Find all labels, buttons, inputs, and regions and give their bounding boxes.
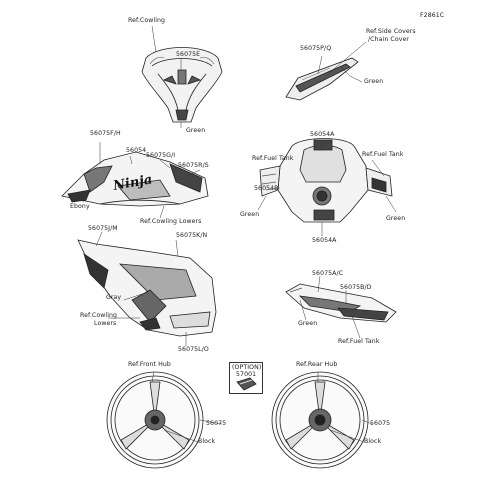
label-56075BD: 56075B/D (340, 284, 372, 291)
label-56054A-bottom: 56054A (312, 237, 337, 244)
label-56054B: 56054B (254, 185, 279, 192)
label-56075KN: 56075K/N (176, 232, 208, 239)
label-56075-rear: 56075 (370, 420, 391, 427)
label-ref-fuel-tank-b: Ref.Fuel Tank (362, 151, 404, 158)
label-57001: 57001 (236, 371, 257, 378)
label-ref-fuel-tank-c: Ref.Fuel Tank (338, 338, 380, 345)
option-part-drawing (236, 377, 257, 391)
side-cover-drawing (285, 57, 359, 101)
label-block-rear: Block (364, 438, 382, 445)
label-green-rear: Green (298, 320, 318, 327)
label-ref-rear-hub: Ref.Rear Hub (296, 361, 338, 368)
label-ref-fuel-tank-a: Ref.Fuel Tank (252, 155, 294, 162)
label-green-tank-left: Green (240, 211, 260, 218)
ninja-logo: Ninja (111, 172, 153, 194)
label-56075JM: 56075J/M (88, 225, 118, 232)
label-ref-chain-cover: /Chain Cover (368, 36, 410, 43)
middle-cowling-drawing (61, 151, 209, 207)
label-56075FH: 56075F/H (90, 130, 121, 137)
lower-cowling-drawing (77, 239, 217, 337)
label-gray: Gray (106, 294, 122, 301)
front-wheel-drawing (106, 371, 204, 469)
option-box (229, 362, 263, 394)
label-56075-front: 56075 (206, 420, 227, 427)
label-ref-cowling: Ref.Cowling (128, 17, 166, 24)
figure-id: F2861C (420, 12, 445, 19)
label-56054: 56054 (126, 147, 147, 154)
label-option: (OPTION) (232, 364, 262, 371)
label-ebony: Ebony (70, 203, 90, 210)
label-ref-cowling-lowers-1: Ref.Cowling (80, 312, 118, 319)
label-56075RS: 56075R/S (178, 162, 209, 169)
label-ref-front-hub: Ref.Front Hub (128, 361, 171, 368)
label-56075LO: 56075L/O (178, 346, 209, 353)
label-green-tank-right: Green (386, 215, 406, 222)
label-56075E: 56075E (176, 51, 201, 58)
label-56075GI: 56075G/I (146, 152, 176, 159)
fuel-tank-drawing (259, 138, 393, 223)
label-56075AC: 56075A/C (312, 270, 344, 277)
leader-lines (77, 25, 397, 443)
label-ref-cowling-lowers-mid: Ref.Cowling Lowers (140, 218, 202, 225)
label-green-side: Green (364, 78, 384, 85)
upper-cowling-drawing (141, 47, 223, 123)
label-block-front: Block (198, 438, 216, 445)
rear-seat-cowl-drawing (285, 283, 397, 323)
label-green-cowling: Green (186, 127, 206, 134)
label-56054A-top: 56054A (310, 131, 335, 138)
rear-wheel-drawing (271, 371, 369, 469)
label-ref-side-covers: Ref.Side Covers (366, 28, 416, 35)
label-ref-cowling-lowers-2: Lowers (94, 320, 117, 327)
label-56075PQ: 56075P/Q (300, 45, 332, 52)
